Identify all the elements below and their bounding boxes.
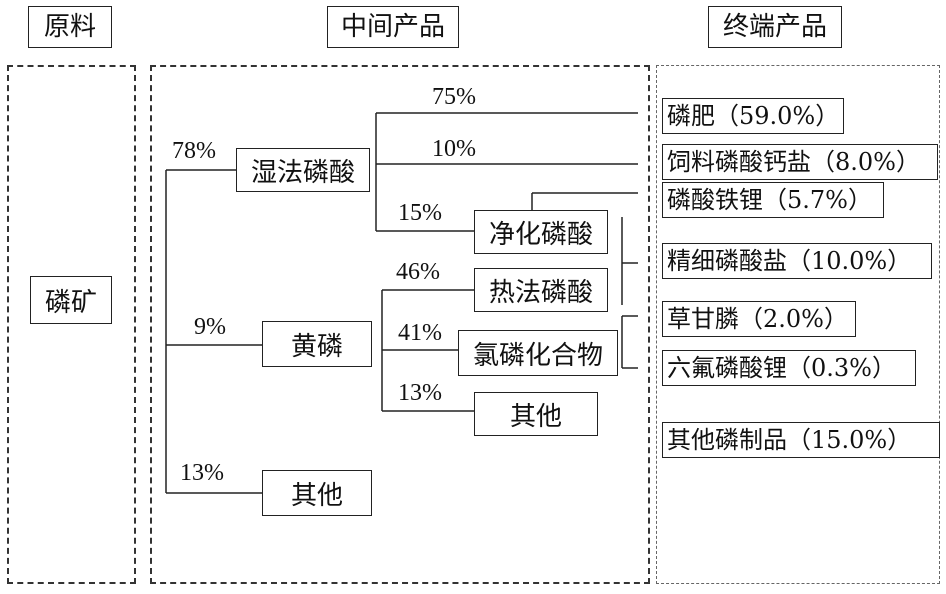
pct-wet-acid: 78% xyxy=(172,138,216,164)
node-other-sub: 其他 xyxy=(474,392,598,436)
node-wet-phosphoric-acid: 湿法磷酸 xyxy=(236,148,370,192)
raw-material-phosphate-rock: 磷矿 xyxy=(30,276,112,324)
terminal-column xyxy=(656,65,940,584)
pct-chloride: 41% xyxy=(398,320,442,346)
pct-feed: 10% xyxy=(432,136,476,162)
header-terminal-products: 终端产品 xyxy=(708,6,842,48)
product-fine-phosphates: 精细磷酸盐（10.0%） xyxy=(662,243,932,279)
header-intermediate-products: 中间产品 xyxy=(327,6,459,48)
pct-purified: 15% xyxy=(398,200,442,226)
header-raw-material: 原料 xyxy=(28,6,112,48)
pct-fertilizer: 75% xyxy=(432,84,476,110)
product-lithium-iron-phosphate: 磷酸铁锂（5.7%） xyxy=(662,182,884,218)
pct-other-sub: 13% xyxy=(398,380,442,406)
pct-yellow-phosphorus: 9% xyxy=(194,314,226,340)
pct-thermal: 46% xyxy=(396,259,440,285)
product-lithium-hexafluorophosphate: 六氟磷酸锂（0.3%） xyxy=(662,350,916,386)
product-glyphosate: 草甘膦（2.0%） xyxy=(662,301,856,337)
intermediate-column xyxy=(150,65,650,584)
node-purified-phosphoric-acid: 净化磷酸 xyxy=(474,210,608,254)
raw-material-column xyxy=(7,65,136,584)
node-phosphorus-chlorides: 氯磷化合物 xyxy=(458,330,618,376)
pct-other-main: 13% xyxy=(180,460,224,486)
product-other-phosphorus-products: 其他磷制品（15.0%） xyxy=(662,422,940,458)
node-other-main: 其他 xyxy=(262,470,372,516)
product-phosphate-fertilizer: 磷肥（59.0%） xyxy=(662,98,844,134)
node-thermal-phosphoric-acid: 热法磷酸 xyxy=(474,268,608,312)
product-feed-calcium-phosphate: 饲料磷酸钙盐（8.0%） xyxy=(662,144,938,180)
node-yellow-phosphorus: 黄磷 xyxy=(262,321,372,367)
